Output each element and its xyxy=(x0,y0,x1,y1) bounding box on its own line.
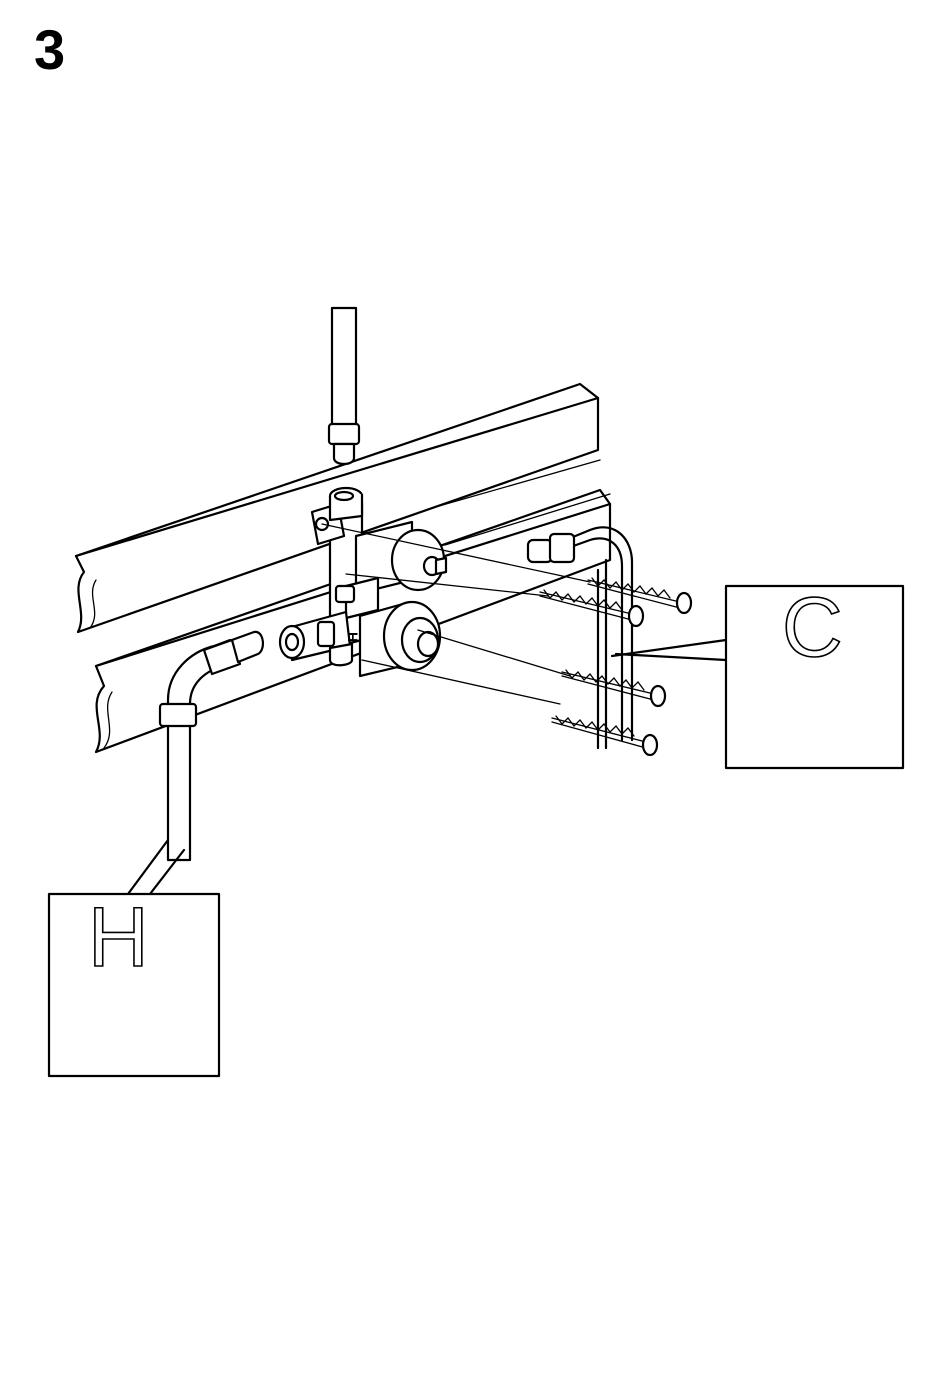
cold-callout-letter: C xyxy=(782,580,843,674)
hot-callout-box: H xyxy=(49,890,219,1076)
svg-text:H: H xyxy=(345,632,361,642)
cold-callout-box: C xyxy=(726,580,903,768)
hot-leader-a xyxy=(128,840,168,894)
screw-2 xyxy=(540,590,643,626)
cold-leader-a xyxy=(612,640,726,656)
top-supply-pipe xyxy=(329,308,359,464)
screw-3 xyxy=(562,670,665,706)
hot-callout-letter: H xyxy=(88,890,149,984)
screw-4 xyxy=(552,716,657,755)
